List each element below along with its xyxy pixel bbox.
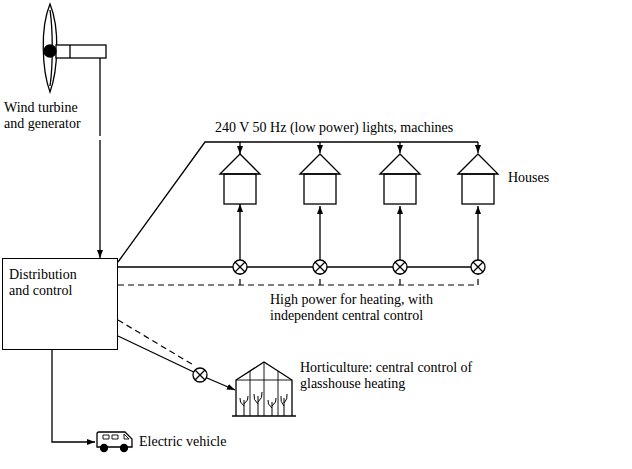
switch-symbol [393, 260, 407, 274]
drawing-part [395, 262, 405, 272]
generator-joint [69, 45, 70, 58]
turbine-hub [44, 45, 56, 57]
node-label: Electric vehicle [139, 434, 226, 450]
house-feed-arrow [319, 142, 320, 153]
plants [240, 392, 287, 416]
heating-feed-arrow [477, 206, 478, 260]
ground-line [232, 415, 296, 416]
control-dash [118, 284, 478, 285]
vehicle-wheel [121, 445, 128, 452]
glazing-bars [236, 362, 292, 416]
node-label: Houses [508, 170, 549, 186]
power-line [118, 336, 235, 390]
switch-symbol [313, 260, 327, 274]
low-power-branches [240, 142, 478, 153]
turbine-blade [43, 4, 57, 92]
house-wall [224, 174, 256, 204]
glasshouse-node: Horticulture: central control of glassho… [232, 358, 522, 422]
power-line [118, 142, 240, 262]
vehicle-wheel [101, 445, 108, 452]
glasshouse-strokes [232, 362, 296, 416]
houses-strokes [220, 154, 498, 204]
generator-housing [56, 45, 106, 58]
van-strokes [97, 432, 132, 452]
generator-cable [99, 58, 100, 136]
power-line [118, 204, 240, 267]
house-feed-arrow [477, 142, 478, 153]
houses-node: Houses [215, 152, 560, 206]
vehicle-node: Electric vehicle [95, 428, 265, 458]
distribution-box: Distribution and control [2, 258, 118, 350]
drawing-part [393, 260, 407, 274]
node-label: Wind turbine and generator [4, 100, 96, 132]
high-power-branches [240, 206, 478, 267]
power-line [52, 350, 95, 442]
house-wall [304, 174, 336, 204]
drawing-part [233, 260, 247, 274]
control-dash [118, 320, 195, 366]
drawing-part [235, 262, 245, 272]
control-dash [240, 274, 478, 285]
vehicle-windows [103, 434, 129, 439]
switch-symbol [471, 260, 485, 274]
edge-label: 240 V 50 Hz (low power) lights, machines [213, 120, 455, 136]
low-power-bus [240, 141, 478, 142]
drawing-part [195, 370, 205, 380]
drawing-part [471, 260, 485, 274]
heating-feed-arrow [399, 206, 400, 260]
drawing-part [315, 262, 325, 272]
house-feed-arrow [399, 142, 400, 153]
node-label: Horticulture: central control of glassho… [300, 360, 512, 392]
switch-symbol [233, 260, 247, 274]
house-wall [384, 174, 416, 204]
house-roof [220, 154, 260, 174]
drawing-part [313, 260, 327, 274]
heating-feed-arrow [319, 206, 320, 260]
node-label: Distribution and control [9, 267, 89, 299]
drawing-part [473, 262, 483, 272]
high-power-bus [240, 266, 478, 267]
house-roof [380, 154, 420, 174]
turbine-drawing [0, 0, 125, 136]
switch-symbol [193, 368, 207, 382]
wind-turbine-node: Wind turbine and generator [0, 0, 125, 140]
edge-label: High power for heating, with independent… [268, 292, 487, 324]
glasshouse-frame [236, 362, 292, 416]
house-roof [458, 154, 498, 174]
drawing-part [193, 368, 207, 382]
power-line [99, 140, 100, 258]
house-roof [300, 154, 340, 174]
house-wall [462, 174, 494, 204]
